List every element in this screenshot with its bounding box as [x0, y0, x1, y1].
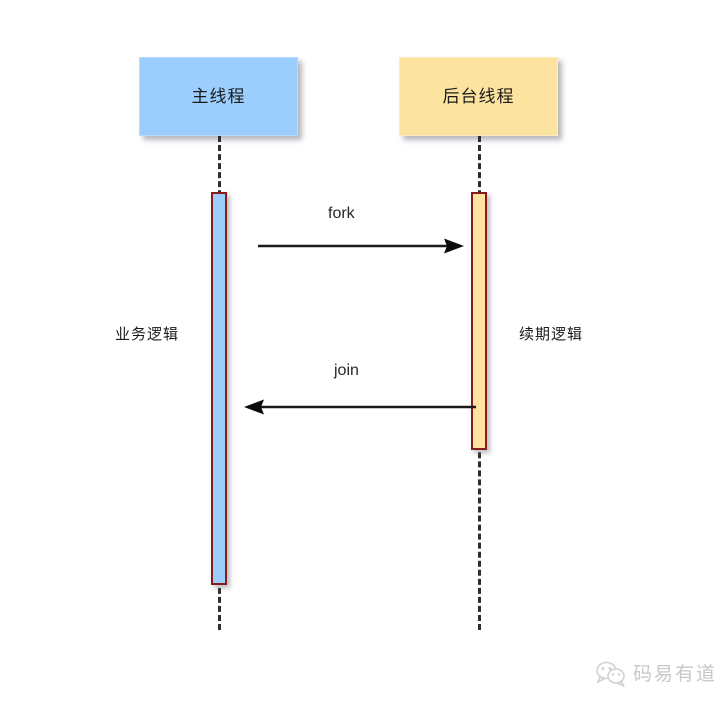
participant-label-background-thread: 后台线程	[442, 87, 515, 106]
wechat-icon	[596, 661, 626, 687]
activation-bar-background-thread[interactable]	[471, 192, 487, 450]
message-arrow-join[interactable]	[244, 395, 476, 419]
participant-label-main-thread: 主线程	[191, 87, 246, 106]
activation-bar-main-thread[interactable]	[211, 192, 227, 585]
note-main-thread: 业务逻辑	[115, 326, 180, 343]
participant-box-background-thread[interactable]: 后台线程	[399, 57, 558, 136]
watermark-text: 码易有道	[633, 663, 718, 685]
message-label-join: join	[334, 362, 359, 379]
participant-box-main-thread[interactable]: 主线程	[139, 57, 298, 136]
note-background-thread: 续期逻辑	[519, 326, 584, 343]
message-label-fork: fork	[328, 205, 355, 222]
message-arrow-fork[interactable]	[258, 234, 464, 258]
watermark: 码易有道	[596, 661, 717, 687]
